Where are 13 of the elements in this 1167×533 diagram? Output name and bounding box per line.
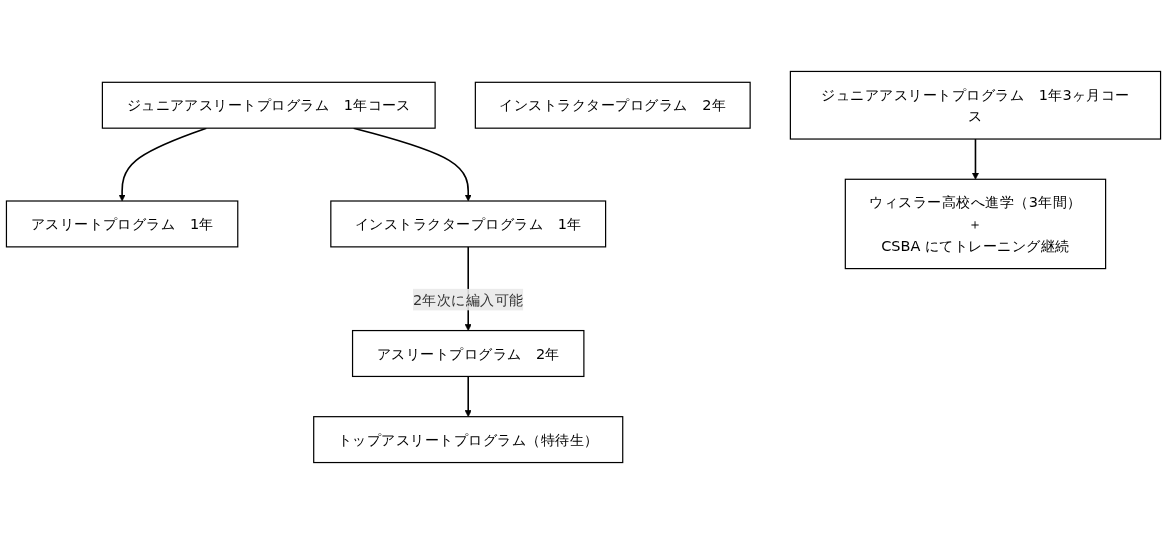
- edge-label: 2年次に編入可能: [412, 290, 524, 308]
- node-box: インストラクタープログラム 2年: [474, 81, 751, 129]
- node-box: アスリートプログラム 2年: [351, 329, 585, 377]
- node-box: ジュニアアスリートプログラム 1年コース: [101, 81, 436, 129]
- arrow: [352, 126, 472, 201]
- node-box: ウィスラー高校へ進学（3年間） ＋ CSBA にてトレーニング継続: [844, 178, 1107, 269]
- node-box: アスリートプログラム 1年: [5, 199, 239, 247]
- arrow: [118, 126, 208, 201]
- node-box: トップアスリートプログラム（特待生）: [313, 415, 624, 463]
- node-box: ジュニアアスリートプログラム 1年3ヶ月コース: [789, 70, 1162, 140]
- node-box: インストラクタープログラム 1年: [330, 199, 607, 247]
- arrow: [971, 137, 979, 180]
- arrow: [464, 375, 472, 417]
